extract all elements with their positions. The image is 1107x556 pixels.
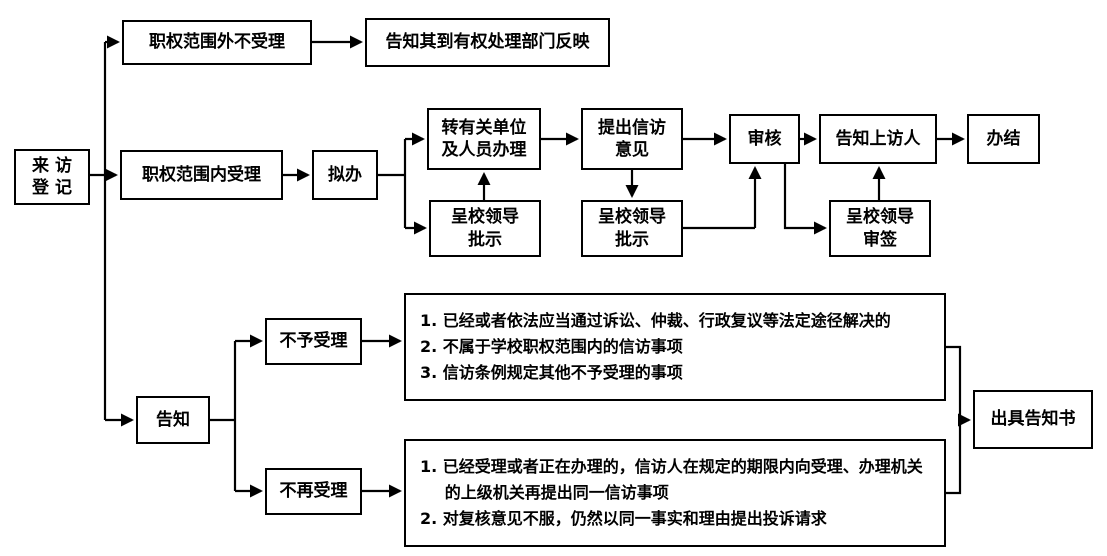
node-label-line: 登 记 [32,178,72,198]
split-after-inform [210,341,237,491]
node-label: 告知上访人 [835,128,921,149]
node-leader-instruct-2: 呈校领导 批示 [581,200,683,257]
node-leader-instruct-1: 呈校领导 批示 [429,200,541,257]
node-label-line: 呈校领导 [598,207,666,228]
node-no-longer-accept: 不再受理 [265,468,362,515]
node-not-accept: 不予受理 [265,318,362,365]
node-label: 出具告知书 [990,409,1076,430]
node-reject-reasons: 1. 已经或者依法应当通过诉讼、仲裁、行政复议等法定途径解决的 2. 不属于学校… [404,293,946,401]
node-label-line: 呈校领导 [846,207,914,228]
node-label: 告知 [156,409,190,430]
node-label-line: 转有关单位 [441,117,527,138]
node-label-line: 提出信访 [598,117,666,138]
node-no-longer-reasons: 1. 已经受理或者正在办理的，信访人在规定的期限内向受理、办理机关的上级机关再提… [404,439,946,547]
node-inform-petitioner: 告知上访人 [819,114,937,164]
node-visit-registration: 来 访 登 记 [14,149,90,205]
node-label-line: 批示 [615,229,649,250]
merge-from-box2 [946,420,962,495]
split-after-proposed [378,139,407,228]
node-proposed: 拟办 [312,150,378,200]
node-label: 不予受理 [279,331,348,352]
no-longer-reason-item: 2. 对复核意见不服，仍然以同一事实和理由提出投诉请求 [420,508,827,528]
node-out-of-scope: 职权范围外不受理 [122,20,312,65]
node-inform: 告知 [136,396,210,444]
node-label-line: 意见 [615,140,649,160]
reject-reason-item: 2. 不属于学校职权范围内的信访事项 [420,337,683,357]
node-label-line: 审签 [863,229,897,250]
node-label: 拟办 [328,164,362,185]
node-issue-notice: 出具告知书 [973,390,1093,449]
arrow-review-to-leader-sign [783,164,827,235]
reject-reason-item: 1. 已经或者依法应当通过诉讼、仲裁、行政复议等法定途径解决的 [420,311,891,331]
node-leader-sign: 呈校领导 审签 [829,200,931,257]
node-transfer-units: 转有关单位 及人员办理 [427,108,541,170]
node-label: 告知其到有权处理部门反映 [385,32,590,53]
node-in-scope: 职权范围内受理 [120,150,283,200]
node-complete: 办结 [967,114,1040,164]
node-petition-opinion: 提出信访 意见 [581,108,683,170]
node-label-line: 批示 [468,229,502,250]
node-label: 不再受理 [279,481,348,502]
node-label: 审核 [747,128,782,149]
node-label: 职权范围外不受理 [149,32,285,53]
node-label: 职权范围内受理 [142,164,261,185]
node-label-line: 来 访 [32,155,72,176]
node-label-line: 及人员办理 [441,140,527,160]
node-label: 办结 [986,128,1021,149]
reject-reason-item: 3. 信访条例规定其他不予受理的事项 [420,362,683,382]
no-longer-reason-item: 1. 已经受理或者正在办理的，信访人在规定的期限内向受理、办理机关的上级机关再提… [420,457,923,503]
node-inform-dept: 告知其到有权处理部门反映 [365,18,610,67]
node-review: 审核 [729,114,800,164]
node-label-line: 呈校领导 [451,207,519,228]
arrow-to-issue-notice [946,345,971,427]
